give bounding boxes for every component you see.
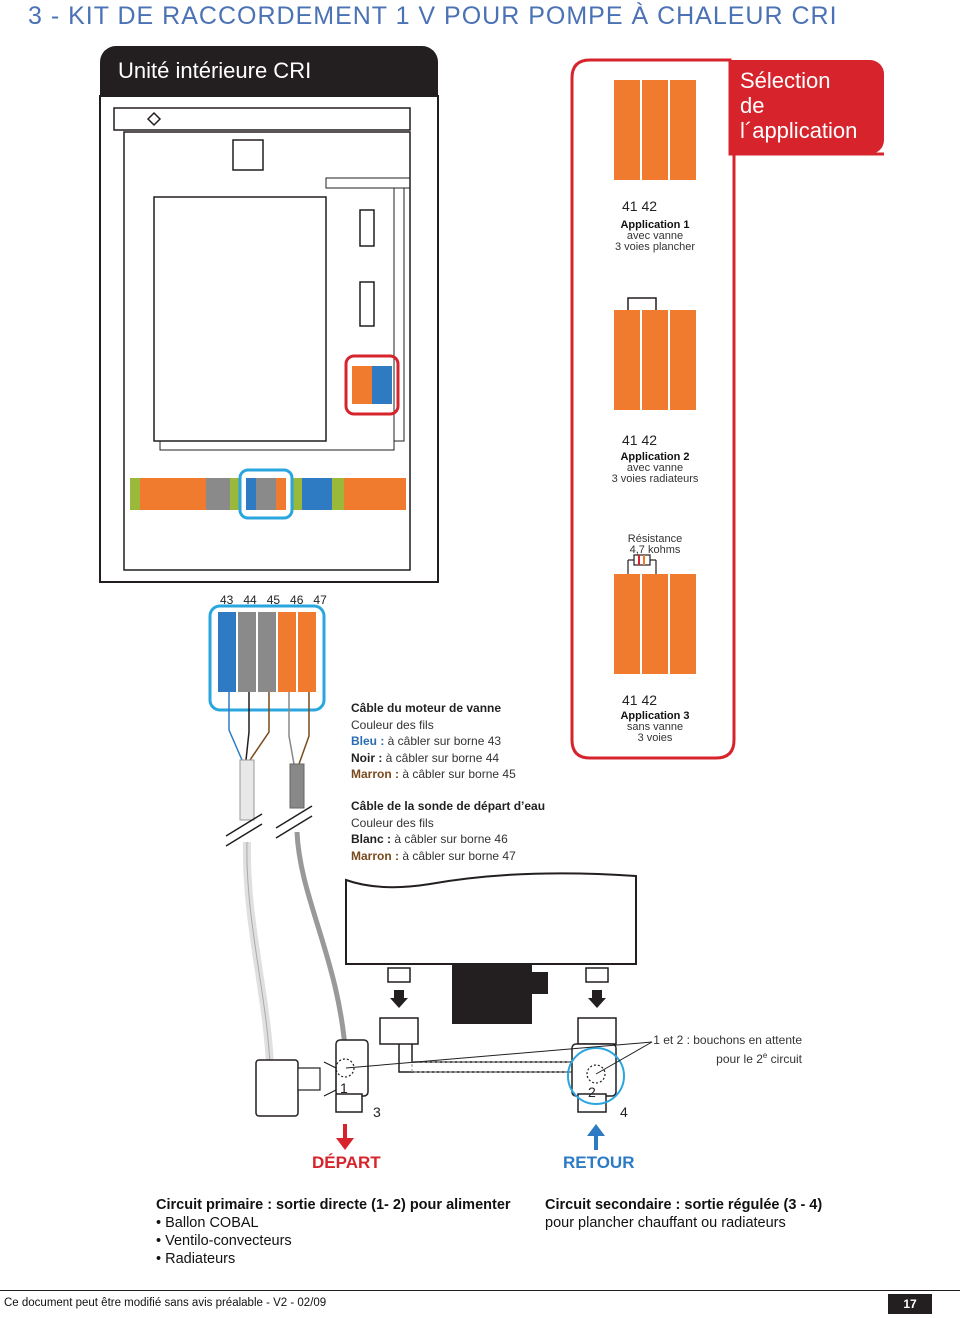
port-4-label: 4 (620, 1104, 628, 1120)
arrow-down-icon (390, 990, 408, 1008)
resistor-icon (627, 554, 657, 574)
resistance-line1: Résistance (627, 533, 683, 545)
app1-line2: 3 voies plancher (614, 241, 696, 253)
arrow-up-icon (587, 1124, 605, 1136)
valve-cable-row-blue: Bleu : à câbler sur borne 43 (351, 734, 502, 748)
valve-cable-title: Câble du moteur de vanne (351, 701, 502, 715)
primary-item: • Ventilo-convecteurs (156, 1233, 292, 1249)
probe-cable-row-brown: Marron : à câbler sur borne 47 (351, 848, 516, 863)
app1-line1: avec vanne (626, 230, 684, 242)
plug-note-line1: 1 et 2 : bouchons en attente (653, 1033, 802, 1047)
app3-line1: sans vanne (626, 721, 684, 733)
app2-terminal-numbers: 41 42 (622, 432, 658, 448)
valve-terminals-zoom (208, 604, 349, 1069)
hydraulic-kit (255, 872, 653, 1150)
port-2-label: 2 (588, 1084, 596, 1100)
indoor-unit-title: Unité intérieure CRI (100, 46, 438, 96)
valve-terminal-numbers: 43 44 45 46 47 (220, 593, 327, 607)
selection-title-line: Sélection (740, 68, 831, 93)
app2-label: Application 2 avec vanne 3 voies radiate… (590, 452, 720, 485)
app3-terminal-numbers: 41 42 (622, 692, 658, 708)
plug-note: 1 et 2 : bouchons en attente pour le 2e … (640, 1032, 802, 1067)
arrow-down-icon (336, 1138, 354, 1150)
retour-label: RETOUR (563, 1153, 635, 1172)
arrow-down-icon (588, 990, 606, 1008)
secondary-circuit: Circuit secondaire : sortie régulée (3 -… (545, 1196, 822, 1232)
selector-highlight (344, 354, 400, 416)
primary-item: • Ballon COBAL (156, 1215, 259, 1231)
app2-line1: avec vanne (626, 462, 684, 474)
probe-cable-title: Câble de la sonde de départ d’eau (351, 799, 546, 813)
valve-cable-row-brown: Marron : à câbler sur borne 45 (351, 767, 516, 781)
selection-title-line: l´application (740, 118, 858, 143)
app3-line2: 3 voies (637, 732, 673, 744)
valve-cable-row-black: Noir : à câbler sur borne 44 (351, 750, 500, 765)
valve-cable-legend: Câble du moteur de vanne Couleur des fil… (351, 700, 516, 783)
terminal-strip (130, 468, 406, 520)
plug-note-line2: pour le 2e circuit (716, 1051, 802, 1066)
primary-circuit-title: Circuit primaire : sortie directe (1- 2)… (156, 1197, 511, 1213)
probe-cable-legend: Câble de la sonde de départ d’eau Couleu… (351, 798, 545, 864)
app3-label: Application 3 sans vanne 3 voies (590, 711, 720, 744)
application-selector[interactable] (344, 354, 400, 416)
diamond-icon (146, 111, 162, 127)
page-number: 17 (888, 1294, 932, 1314)
page-title: 3 - KIT DE RACCORDEMENT 1 V POUR POMPE À… (28, 2, 838, 30)
port-1-label: 1 (340, 1080, 348, 1096)
port-3-label: 3 (373, 1104, 381, 1120)
valve-cable-subtitle: Couleur des fils (351, 717, 434, 732)
app1-title: Application 1 (620, 219, 690, 231)
resistance-line2: 4,7 kohms (629, 544, 681, 556)
indoor-unit (99, 95, 439, 583)
application-panel (570, 58, 884, 760)
probe-cable-row-white: Blanc : à câbler sur borne 46 (351, 832, 508, 846)
app1-label: Application 1 avec vanne 3 voies planche… (590, 220, 720, 253)
footer-text: Ce document peut être modifié sans avis … (4, 1297, 327, 1309)
selection-title-line: de (740, 93, 765, 118)
secondary-circuit-title: Circuit secondaire : sortie régulée (3 -… (545, 1197, 823, 1213)
depart-label: DÉPART (312, 1153, 381, 1172)
terminal-highlight (238, 468, 294, 520)
footer-divider (0, 1290, 960, 1291)
primary-circuit: Circuit primaire : sortie directe (1- 2)… (156, 1196, 511, 1268)
app2-line2: 3 voies radiateurs (611, 473, 699, 485)
selection-title: Sélection de l´application (730, 60, 884, 154)
plug-2-highlight (567, 1047, 625, 1105)
app2-title: Application 2 (620, 451, 690, 463)
secondary-circuit-line2: pour plancher chauffant ou radiateurs (545, 1215, 786, 1231)
primary-item: • Radiateurs (156, 1251, 236, 1267)
app1-terminal-numbers: 41 42 (622, 198, 658, 214)
valve-motor (255, 1059, 299, 1117)
probe-cable-subtitle: Couleur des fils (351, 815, 434, 830)
app3-title: Application 3 (620, 710, 690, 722)
resistance-label: Résistance 4,7 kohms (590, 534, 720, 556)
zoom-highlight (208, 604, 326, 712)
